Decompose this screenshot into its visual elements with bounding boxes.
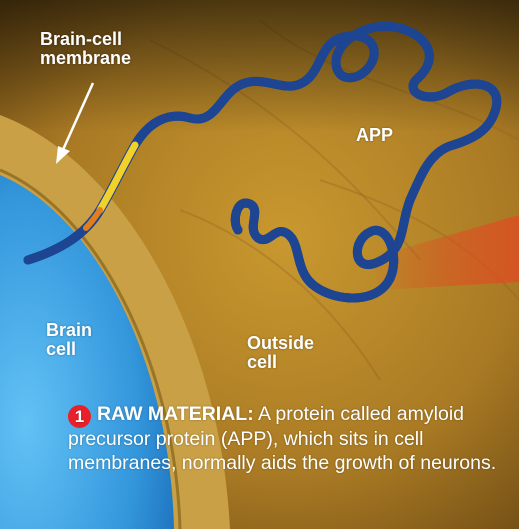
step-number-badge: 1 bbox=[68, 405, 91, 428]
app-label: APP bbox=[356, 126, 393, 145]
brain-cell-label: Brain cell bbox=[46, 321, 116, 359]
membrane-label-line1: Brain-cell bbox=[40, 30, 180, 49]
outside-cell-label-line1: Outside bbox=[247, 334, 347, 353]
step-title: RAW MATERIAL: bbox=[97, 403, 254, 425]
outside-cell-label-line2: cell bbox=[247, 353, 347, 372]
outside-cell-label: Outside cell bbox=[247, 334, 347, 372]
membrane-label-line2: membrane bbox=[40, 49, 180, 68]
membrane-label: Brain-cell membrane bbox=[40, 30, 180, 68]
brain-cell-label-line2: cell bbox=[46, 340, 116, 359]
brain-cell-label-line1: Brain bbox=[46, 321, 116, 340]
